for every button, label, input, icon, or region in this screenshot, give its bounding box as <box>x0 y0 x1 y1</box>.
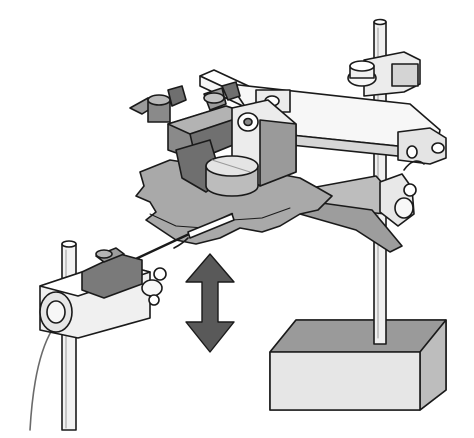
rod-clamp-upper <box>347 51 421 97</box>
cylindrical-disc <box>205 155 259 197</box>
manipulator-block-left <box>39 247 167 339</box>
vertical-double-arrow <box>185 253 235 353</box>
stand-base <box>269 319 447 411</box>
